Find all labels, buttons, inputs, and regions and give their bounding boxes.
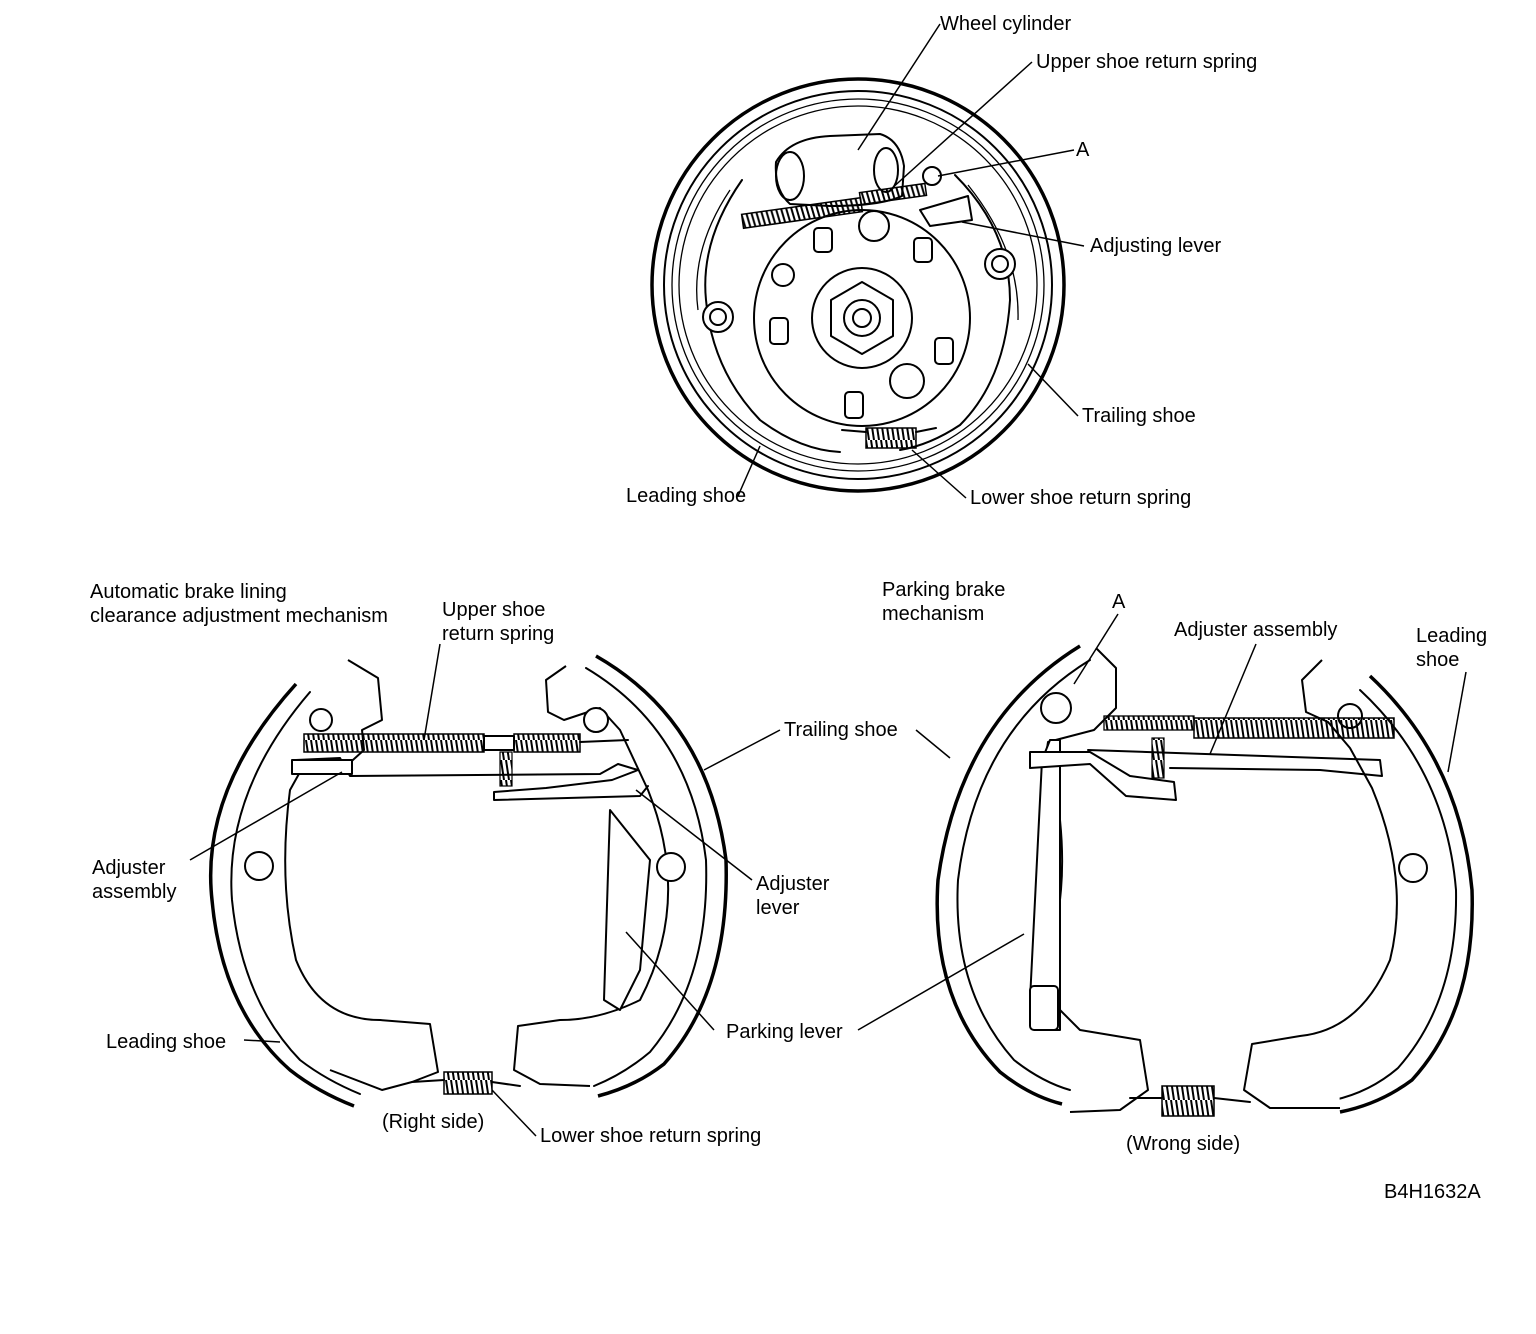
figure-id: B4H1632A bbox=[1384, 1181, 1481, 1203]
label-trailing-shoe-left: Trailing shoe bbox=[784, 719, 898, 741]
left-shoe-assembly bbox=[208, 654, 728, 1108]
right-shoe-assembly bbox=[935, 644, 1474, 1117]
label-leading-shoe-right: Leading shoe bbox=[1416, 625, 1488, 671]
top-wheel-cylinder bbox=[740, 133, 973, 230]
label-upper-shoe-return-spring-top: Upper shoe return spring bbox=[1036, 51, 1258, 73]
label-parking-lever: Parking lever bbox=[726, 1021, 843, 1043]
label-lower-shoe-return-spring-left: Lower shoe return spring bbox=[540, 1125, 762, 1147]
title-parking-brake-mechanism: Parking brake mechanism bbox=[882, 579, 1006, 625]
label-wheel-cylinder: Wheel cylinder bbox=[940, 13, 1072, 35]
leader-lines bbox=[189, 23, 1467, 1137]
caption-right-side: (Right side) bbox=[382, 1111, 485, 1133]
label-adjuster-assembly-left: Adjuster assembly bbox=[92, 857, 177, 903]
top-lower-spring bbox=[841, 427, 937, 449]
title-auto-adjust-mechanism: Automatic brake lining clearance adjustm… bbox=[90, 581, 388, 627]
label-a-right: A bbox=[1112, 591, 1126, 613]
label-a-top: A bbox=[1076, 139, 1090, 161]
label-adjuster-lever: Adjuster lever bbox=[756, 873, 830, 919]
label-adjuster-assembly-right: Adjuster assembly bbox=[1174, 619, 1338, 641]
label-leading-shoe-left: Leading shoe bbox=[106, 1031, 227, 1053]
top-assembled-drum bbox=[650, 77, 1066, 493]
label-adjusting-lever: Adjusting lever bbox=[1090, 235, 1222, 257]
label-leading-shoe-top: Leading shoe bbox=[626, 485, 747, 507]
top-hub bbox=[753, 209, 971, 427]
label-lower-shoe-return-spring-top: Lower shoe return spring bbox=[970, 487, 1192, 509]
label-trailing-shoe-top: Trailing shoe bbox=[1082, 405, 1196, 427]
label-upper-shoe-return-spring-left: Upper shoe return spring bbox=[442, 599, 555, 645]
caption-wrong-side: (Wrong side) bbox=[1126, 1133, 1241, 1155]
